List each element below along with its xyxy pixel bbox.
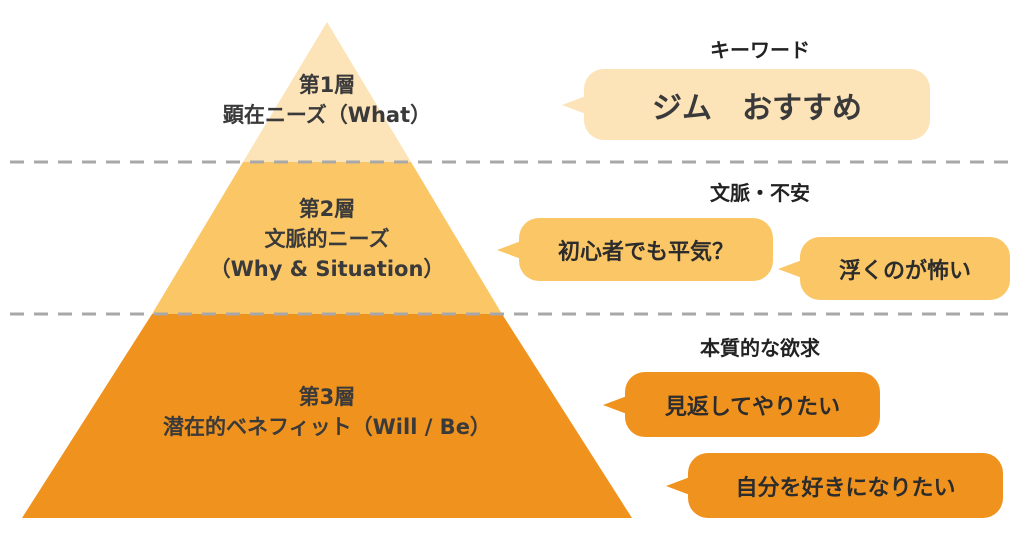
layer-2-label: 第2層 文脈的ニーズ （Why & Situation） — [210, 194, 445, 284]
layer-3-title: 第3層 — [298, 385, 356, 409]
pyramid-layer-1 — [243, 22, 411, 162]
heading-desire: 本質的な欲求 — [700, 336, 820, 360]
layer-3-label: 第3層 潜在的ベネフィット（Will / Be） — [163, 382, 491, 442]
layer-3-subtitle: 潜在的ベネフィット（Will / Be） — [163, 415, 491, 439]
speech-bubble-keyword: ジム おすすめ — [562, 69, 930, 140]
layer-1-title: 第1層 — [298, 73, 356, 97]
speech-bubble-desire-2: 自分を好きになりたい — [666, 453, 1003, 518]
speech-bubble-desire-1: 見返してやりたい — [603, 372, 880, 437]
heading-keyword: キーワード — [710, 38, 810, 62]
pyramid-layer-3 — [22, 314, 632, 518]
heading-context: 文脈・不安 — [710, 181, 810, 205]
speech-bubble-context-2: 浮くのが怖い — [778, 237, 1010, 300]
pyramid-layer-2 — [152, 162, 502, 314]
layer-2-title: 第2層 — [298, 197, 356, 221]
layer-2-subtitle: 文脈的ニーズ — [264, 227, 390, 251]
layer-1-subtitle: 顕在ニーズ（What） — [222, 103, 432, 127]
layer-2-subtitle-2: （Why & Situation） — [209, 257, 445, 281]
speech-bubble-context-1: 初心者でも平気？ — [497, 218, 773, 281]
layer-1-label: 第1層 顕在ニーズ（What） — [223, 70, 431, 130]
